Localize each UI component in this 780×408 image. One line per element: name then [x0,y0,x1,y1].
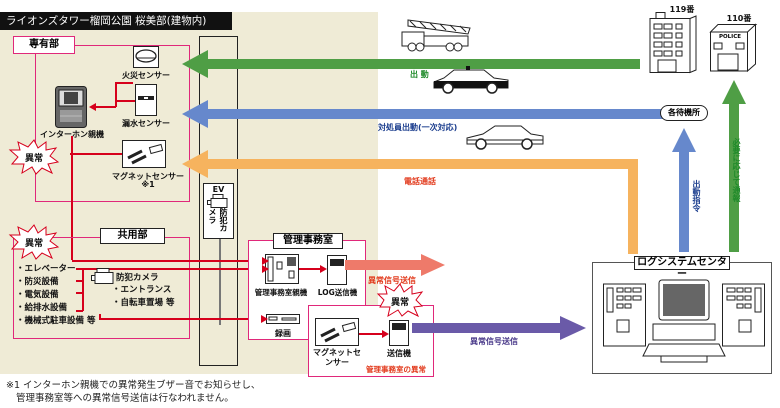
dispatch-arrow [182,50,640,78]
phone-call-arrow [182,150,638,254]
private-zone-label: 専有部 [13,36,75,54]
alarm-signal-label-1: 異常信号送信 [368,276,416,285]
common-alert-label: 異常 [24,239,43,249]
signal-line [76,310,83,312]
private-alert-label: 異常 [24,154,43,164]
standby-badge: 各待機所 [660,105,708,121]
magnet-sensor-label: マグネットセンサー [112,172,184,181]
signal-line [115,82,117,107]
camera-icon [207,194,228,208]
intercom-icon [55,86,87,128]
alarm-signal-label-2: 異常信号送信 [470,337,518,346]
private-alert-burst [8,139,60,175]
staff-car-icon [466,125,544,150]
ev-camera-box [203,183,234,239]
signal-line [72,260,266,262]
recorder-icon [266,314,300,324]
office-magnet-label: マグネットセンサー [313,348,361,367]
arrow-head-icon [262,257,269,265]
security-camera-icon [91,268,114,284]
magnet-sensor-office-icon [315,318,359,346]
signal-line [70,153,122,155]
fire-station-label: 119番 [669,5,695,14]
log-sender-label: LOG送信機 [317,288,358,297]
signal-line [115,100,135,102]
camera-items-list: ・エントランス ・自転車置場 等 [112,284,174,310]
arrow-head-icon [89,103,96,111]
common-item: ・防災設備 [16,277,59,287]
office-sender-icon [389,320,409,346]
signal-line [94,106,116,108]
common-zone-label: 共用部 [100,228,165,244]
police-station-icon [709,23,758,73]
arrow-head-icon [261,315,268,323]
dispatch-label: 出 動 [410,70,429,79]
office-unit-icon [265,254,299,284]
office-sender-label: 送信機 [387,349,411,358]
arrow-head-icon [320,265,327,273]
arrow-head-icon [262,265,269,273]
arrow-head-icon [382,330,389,338]
camera-item: ・エントランス [112,285,172,295]
leak-sensor-icon [135,84,157,116]
log-center-label: ログシステムセンター [634,256,730,280]
private-zone [35,45,190,202]
camera-item: ・自転車置場 等 [112,298,175,308]
ev-label: EV [212,185,225,194]
office-alert-label: 異常 [390,298,409,308]
dispatch-order-label: 出動指令 [692,180,701,212]
signal-line [99,314,101,319]
fire-station-icon [649,12,697,74]
building-title: ライオンズタワー榴岡公園 桜美部(建物内) [0,12,232,30]
signal-line [76,292,83,294]
security-camera-label: 防犯カメラ [116,273,159,283]
alarm-signal-arrow-2 [412,316,586,340]
dispatch-order-arrow [672,128,696,252]
phone-call-label: 電話通話 [404,177,436,186]
control-console-icon [603,279,765,363]
office-unit-label: 管理事務室親機 [254,288,308,297]
fire-sensor-icon [133,46,159,68]
ev-camera-line [219,239,221,325]
common-item: ・エレベーター [16,264,76,274]
footnote: ※1 インターホン親機での異常発生ブザー音でお知らせし、 管理事務室等への異常信… [6,379,260,405]
alarm-signal-arrow-1 [345,254,445,276]
footnote-line: ※1 インターホン親機での異常発生ブザー音でお知らせし、 [6,380,261,391]
office-alert-burst [376,283,424,318]
notify-label: 必要に応じて通報 [732,138,741,202]
office-zone-label: 管理事務室 [273,233,343,249]
footnote-line: 管理事務室等への異常信号送信は行なわれません。 [16,393,234,404]
ev-shaft [199,36,238,366]
signal-line [76,268,266,270]
signal-line [71,136,73,260]
common-alert-burst [8,224,60,260]
police-car-icon [433,66,509,94]
signal-line [82,268,84,311]
office-alarm-label: 管理事務室の異常 [366,365,426,374]
ev-camera-label: 防犯カメラ [208,208,228,232]
common-items-list: ・エレベーター ・防災設備 ・電気設備 ・給排水設備 ・機械式駐車設備 等 [16,263,95,328]
fire-sensor-label: 火災センサー [122,71,170,80]
recorder-label: 録画 [275,329,291,338]
signal-line [115,82,133,84]
signal-line [76,280,83,282]
common-item: ・給排水設備 [16,303,68,313]
fire-truck-icon [401,19,471,52]
staff-dispatch-label: 対処員出動(一次対応) [378,123,458,132]
common-item: ・電気設備 [16,290,59,300]
intercom-label: インターホン親機 [40,130,104,139]
notify-arrow [722,80,746,252]
magnet-sensor-note: ※1 [141,180,155,189]
signal-line [299,268,322,270]
magnet-sensor-icon [122,140,166,168]
staff-dispatch-arrow [182,100,664,128]
common-item: ・機械式駐車設備 等 [16,316,96,326]
police-sign: POLICE [718,34,742,40]
log-sender-icon [327,255,347,285]
signal-line [359,333,383,335]
signal-line [99,318,266,320]
police-label: 110番 [726,14,752,23]
leak-sensor-label: 漏水センサー [122,119,170,128]
